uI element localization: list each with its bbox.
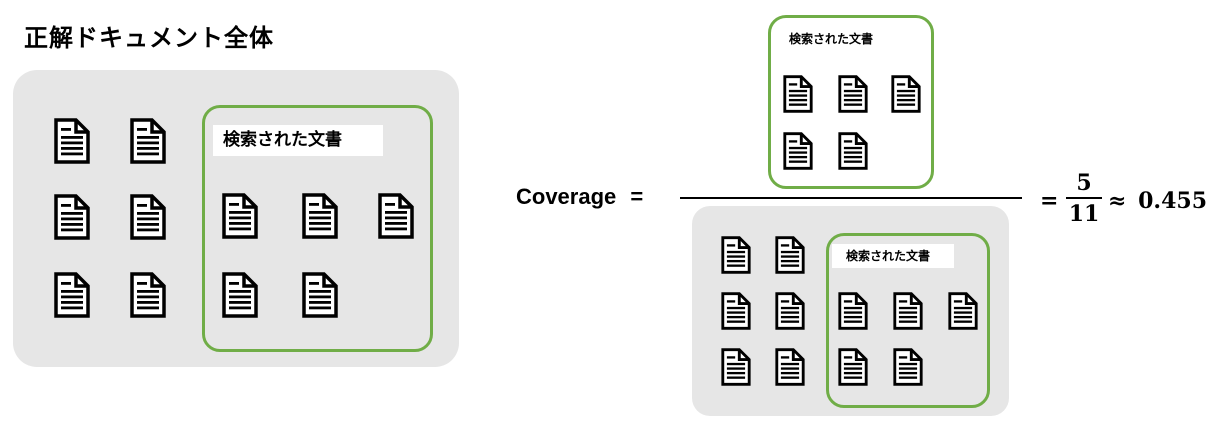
fraction-bar bbox=[1066, 197, 1102, 199]
document-icon bbox=[948, 292, 978, 330]
document-icon bbox=[721, 348, 751, 386]
fraction-numerator: 5 bbox=[1076, 170, 1092, 196]
document-icon bbox=[378, 193, 414, 239]
result-equals-sign: = bbox=[1040, 188, 1059, 214]
document-icon bbox=[775, 348, 805, 386]
document-icon bbox=[721, 236, 751, 274]
document-icon bbox=[838, 292, 868, 330]
approx-sign: ≈ bbox=[1108, 188, 1127, 214]
document-icon bbox=[222, 193, 258, 239]
result-value: ≈ 0.455 bbox=[1108, 186, 1207, 216]
document-icon bbox=[775, 292, 805, 330]
document-icon bbox=[783, 132, 813, 170]
document-icon bbox=[302, 272, 338, 318]
document-icon bbox=[783, 75, 813, 113]
retrieved-label: 検索された文書 bbox=[213, 125, 383, 156]
document-icon bbox=[130, 118, 166, 164]
denominator-retrieved-box bbox=[826, 233, 990, 408]
document-icon bbox=[54, 194, 90, 240]
coverage-result: 0.455 bbox=[1138, 188, 1207, 214]
document-icon bbox=[838, 348, 868, 386]
equals-sign: = bbox=[630, 184, 644, 209]
document-icon bbox=[838, 132, 868, 170]
document-icon bbox=[891, 75, 921, 113]
fraction-denominator: 11 bbox=[1068, 201, 1100, 227]
document-icon bbox=[302, 193, 338, 239]
result-fraction: 5 11 bbox=[1066, 170, 1102, 227]
denominator-retrieved-label: 検索された文書 bbox=[832, 244, 954, 268]
document-icon bbox=[721, 292, 751, 330]
document-icon bbox=[893, 348, 923, 386]
coverage-label: Coverage = bbox=[516, 182, 643, 212]
document-icon bbox=[130, 272, 166, 318]
numerator-retrieved-label: 検索された文書 bbox=[789, 30, 874, 48]
fraction-divider bbox=[680, 197, 1022, 199]
document-icon bbox=[130, 194, 166, 240]
document-icon bbox=[775, 236, 805, 274]
document-icon bbox=[838, 75, 868, 113]
document-icon bbox=[222, 272, 258, 318]
coverage-text: Coverage bbox=[516, 184, 617, 209]
document-icon bbox=[893, 292, 923, 330]
retrieved-documents-box bbox=[202, 105, 433, 352]
document-icon bbox=[54, 118, 90, 164]
page-title: 正解ドキュメント全体 bbox=[24, 24, 274, 52]
document-icon bbox=[54, 272, 90, 318]
